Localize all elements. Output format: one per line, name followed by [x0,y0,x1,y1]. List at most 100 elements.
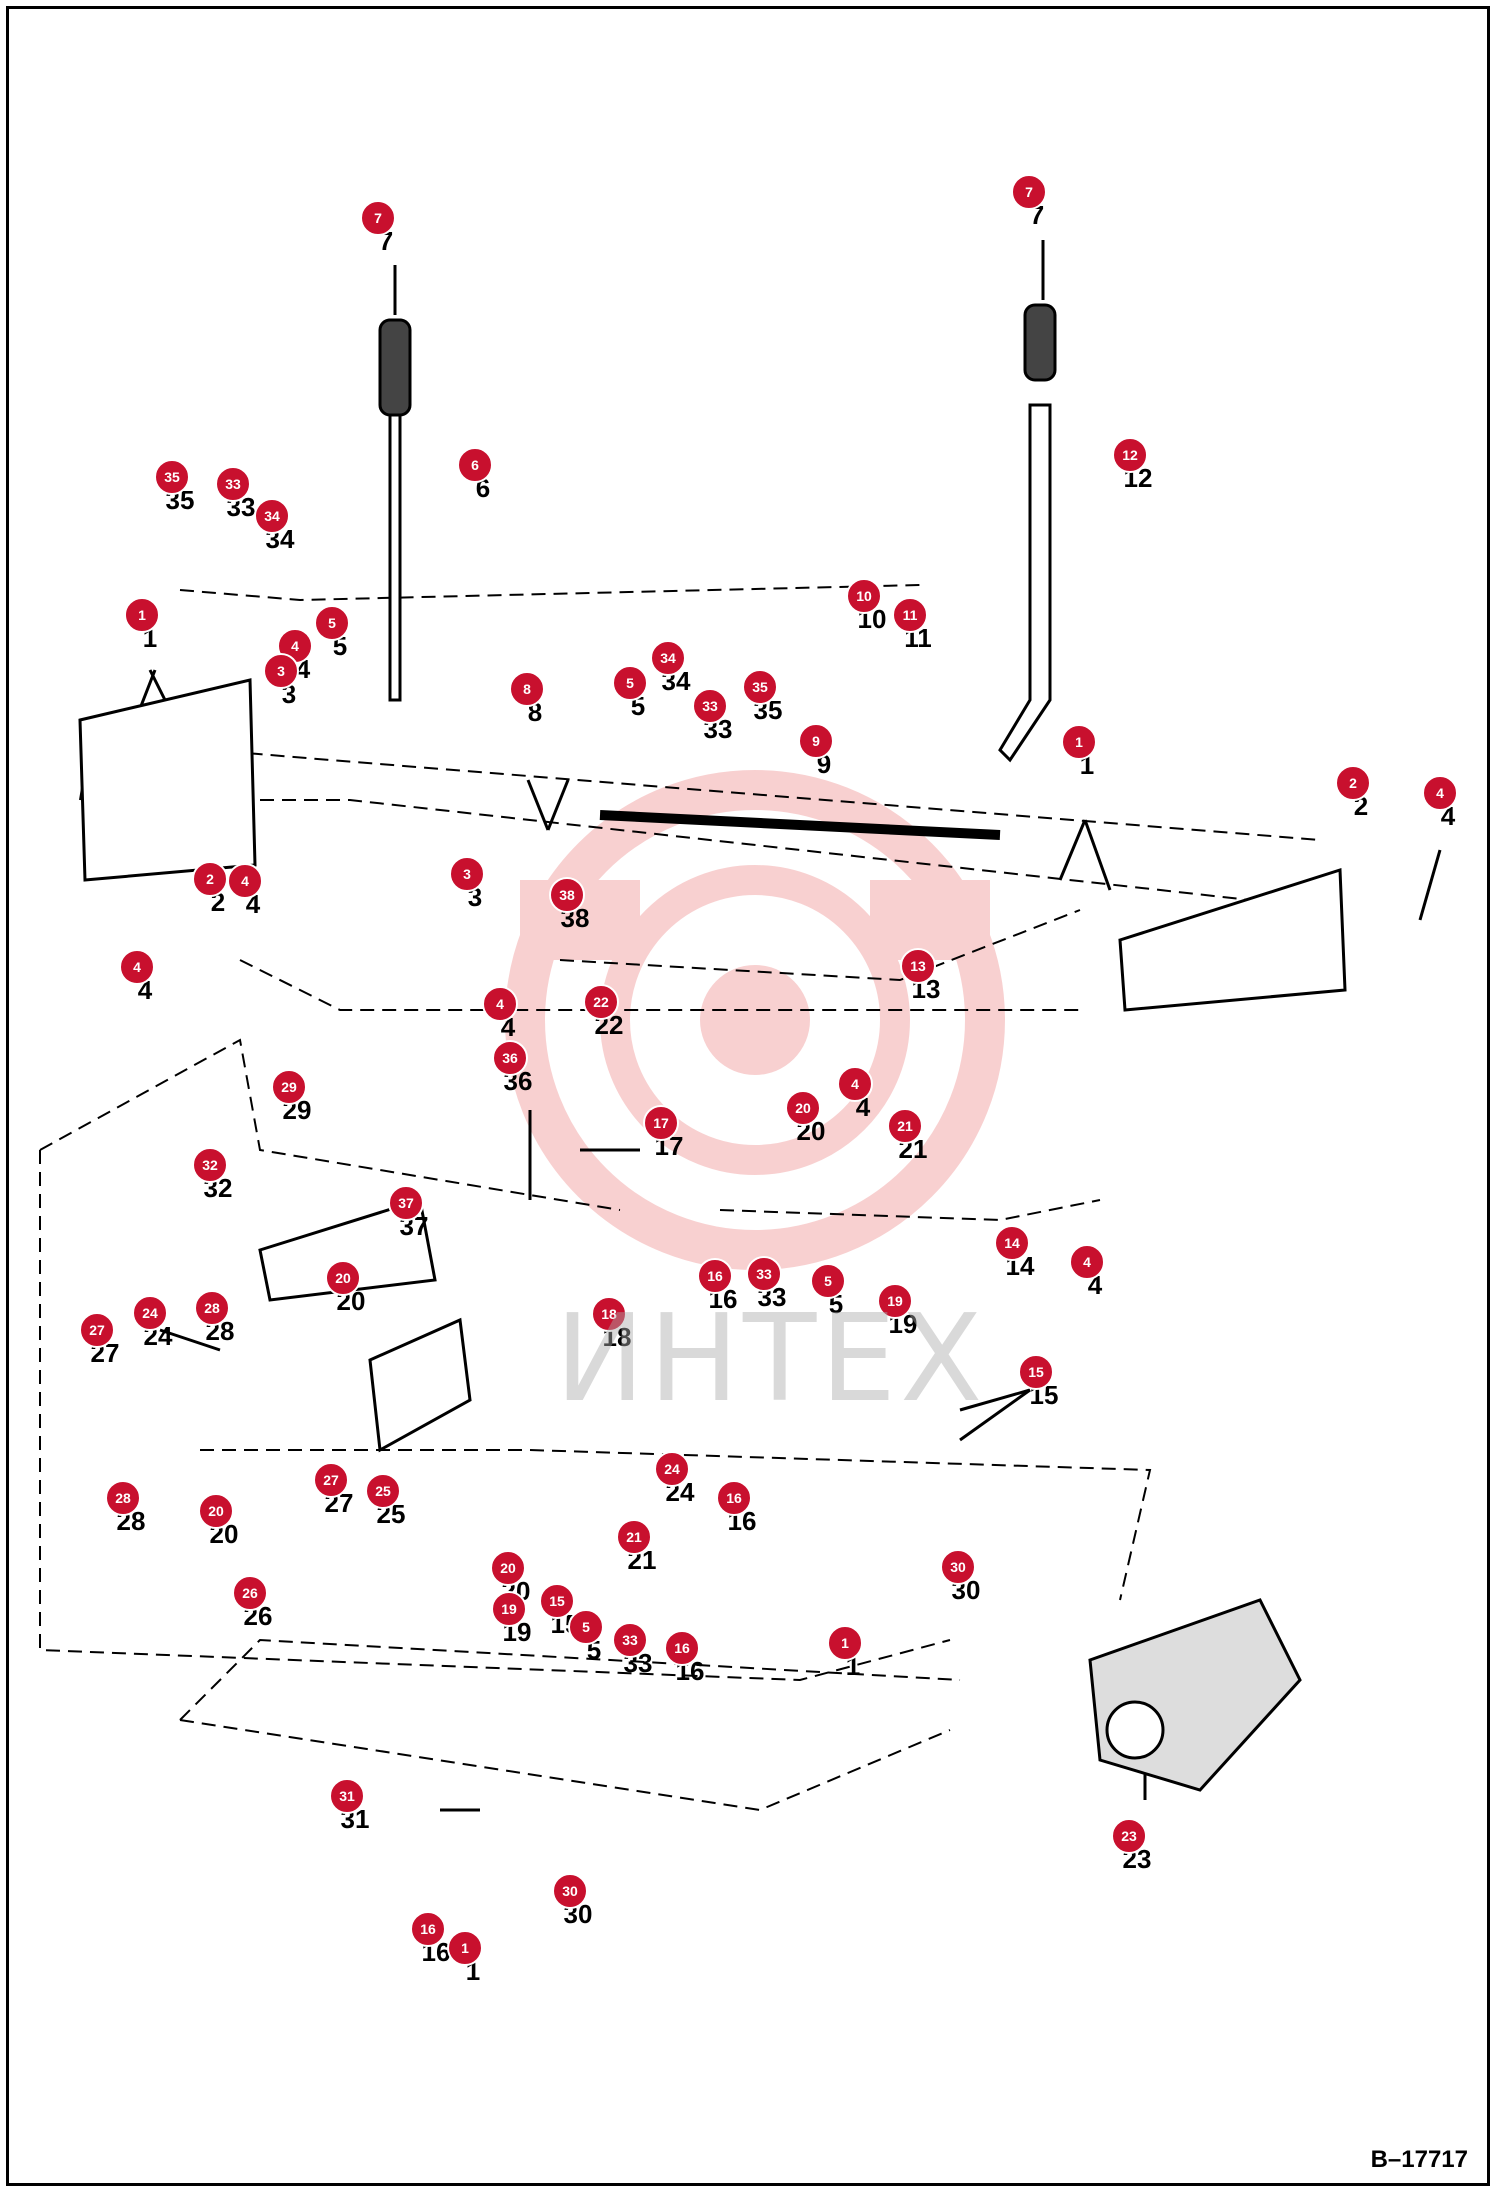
callout-badge-number: 5 [626,675,634,691]
callout-badge-number: 3 [463,866,471,882]
callout-badge [271,1069,307,1105]
callout-badge-number: 4 [1083,1254,1091,1270]
callout-badge [994,1225,1030,1261]
callout-4: 44 [1069,1244,1105,1300]
callout-badge-number: 33 [225,476,241,492]
callout-badge [1111,1818,1147,1854]
callout-badge-number: 18 [601,1306,617,1322]
callout-badge [388,1185,424,1221]
callout-badge [410,1911,446,1947]
callout-badge [313,1462,349,1498]
callout-badge-number: 37 [398,1195,414,1211]
callout-4: 44 [1422,775,1458,831]
callout-badge-number: 4 [851,1076,859,1092]
callout-badge-number: 33 [622,1632,638,1648]
callout-badge-number: 4 [133,959,141,975]
callout-badge-number: 16 [674,1640,690,1656]
callout-badge [198,1493,234,1529]
callout-badge [79,1312,115,1348]
right-lever-shaft [998,403,1052,763]
callout-badge-number: 35 [752,679,768,695]
callout-badge-number: 14 [1004,1235,1020,1251]
pump-port [1105,1700,1165,1760]
callout-badge [232,1575,268,1611]
callout-9: 99 [798,723,834,779]
callout-badge [192,1147,228,1183]
callout-badge-number: 4 [241,873,249,889]
callout-badge-number: 8 [523,681,531,697]
callout-badge [365,1473,401,1509]
left-bracket-plate [78,678,257,882]
callout-badge [1069,1244,1105,1280]
callout-badge [612,665,648,701]
callout-badge [1018,1354,1054,1390]
callout-badge [492,1040,528,1076]
callout-badge [509,671,545,707]
callout-badge [650,640,686,676]
callout-badge-number: 3 [277,663,285,679]
callout-badge [192,861,228,897]
callout-4: 44 [119,949,155,1005]
left-lever-grip [378,318,412,417]
callout-badge-number: 21 [897,1118,913,1134]
callout-badge-number: 32 [202,1157,218,1173]
callout-badge-number: 33 [702,698,718,714]
callout-badge-number: 1 [461,1940,469,1956]
callout-badge-number: 12 [1122,447,1138,463]
callout-badge-number: 1 [841,1635,849,1651]
callout-badge [643,1105,679,1141]
callout-badge-number: 11 [903,607,918,623]
callout-badge-number: 13 [910,958,926,974]
callout-badge [1061,724,1097,760]
callout-badge-number: 19 [501,1601,517,1617]
callout-badge [119,949,155,985]
callout-badge [568,1609,604,1645]
callout-badge-number: 20 [500,1560,516,1576]
callout-1: 11 [827,1625,863,1681]
callout-badge-number: 27 [323,1472,339,1488]
callout-8: 88 [509,671,545,727]
callout-badge-number: 7 [374,210,382,226]
callout-badge [227,863,263,899]
callout-badge [612,1622,648,1658]
callout-4: 44 [227,863,263,919]
callout-3: 33 [449,856,485,912]
callout-badge [325,1260,361,1296]
callout-badge [482,986,518,1022]
callout-badge [654,1451,690,1487]
callout-badge [692,688,728,724]
callout-badge-number: 24 [142,1305,158,1321]
callout-badge [900,948,936,984]
callout-badge-number: 5 [582,1619,590,1635]
callout-badge-number: 4 [496,996,504,1012]
callout-1: 11 [447,1930,483,1986]
cross-shaft [599,810,1001,840]
callout-badge-number: 5 [824,1273,832,1289]
callout-badge-number: 31 [339,1788,355,1804]
callout-badge [457,447,493,483]
callout-4: 44 [482,986,518,1042]
callout-badge-number: 15 [1028,1364,1044,1380]
